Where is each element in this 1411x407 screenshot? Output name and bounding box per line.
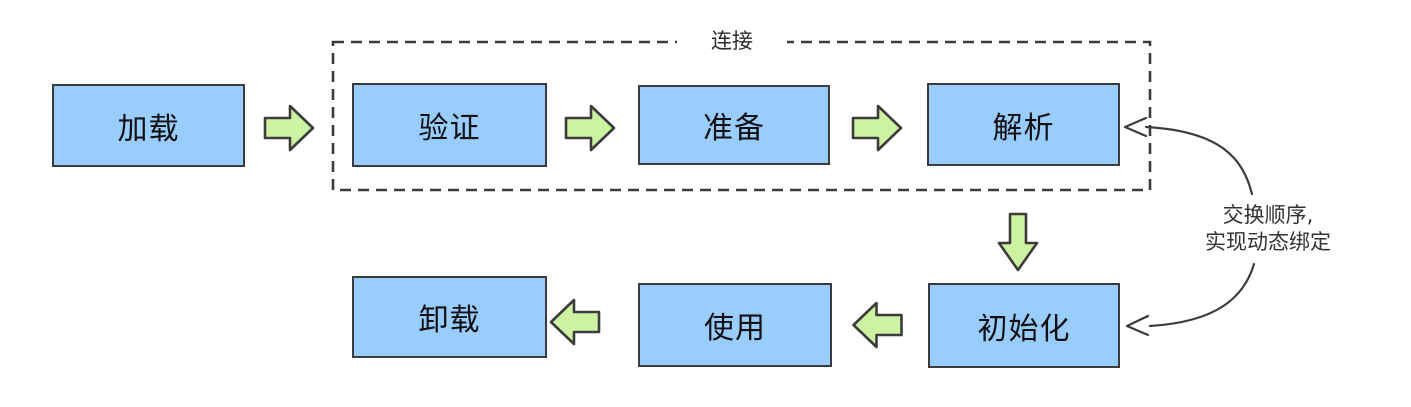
node-unload: 卸载	[352, 276, 547, 358]
node-initialize-label: 初始化	[977, 311, 1071, 347]
curved-arrow-to-initialize-icon	[1125, 262, 1256, 337]
flow-arrow-right-icon	[851, 103, 903, 153]
annotation-line-2: 实现动态绑定	[1205, 230, 1331, 254]
node-verify-label: 验证	[418, 111, 481, 146]
flow-arrow-right-icon	[564, 103, 616, 153]
flow-arrow-left-icon	[851, 300, 904, 350]
annotation-line-1: 交换顺序,	[1222, 203, 1314, 227]
linking-group-label: 连接	[677, 28, 787, 55]
node-resolve-label: 解析	[992, 110, 1055, 146]
node-use: 使用	[638, 283, 832, 367]
swap-order-annotation: 交换顺序, 实现动态绑定	[1168, 202, 1368, 256]
curved-arrow-to-resolve-icon	[1123, 116, 1254, 196]
node-prepare-label: 准备	[703, 111, 765, 146]
flow-arrow-left-icon	[549, 297, 601, 347]
node-initialize: 初始化	[928, 283, 1120, 368]
node-load: 加载	[52, 84, 245, 167]
node-verify: 验证	[352, 83, 547, 167]
flow-arrow-down-icon	[997, 212, 1039, 272]
flow-arrow-right-icon	[263, 103, 315, 153]
linking-group-box	[331, 40, 1152, 192]
node-use-label: 使用	[704, 311, 766, 346]
node-resolve: 解析	[927, 83, 1120, 166]
node-unload-label: 卸载	[418, 303, 481, 338]
node-load-label: 加载	[117, 111, 180, 147]
node-prepare: 准备	[638, 85, 830, 165]
